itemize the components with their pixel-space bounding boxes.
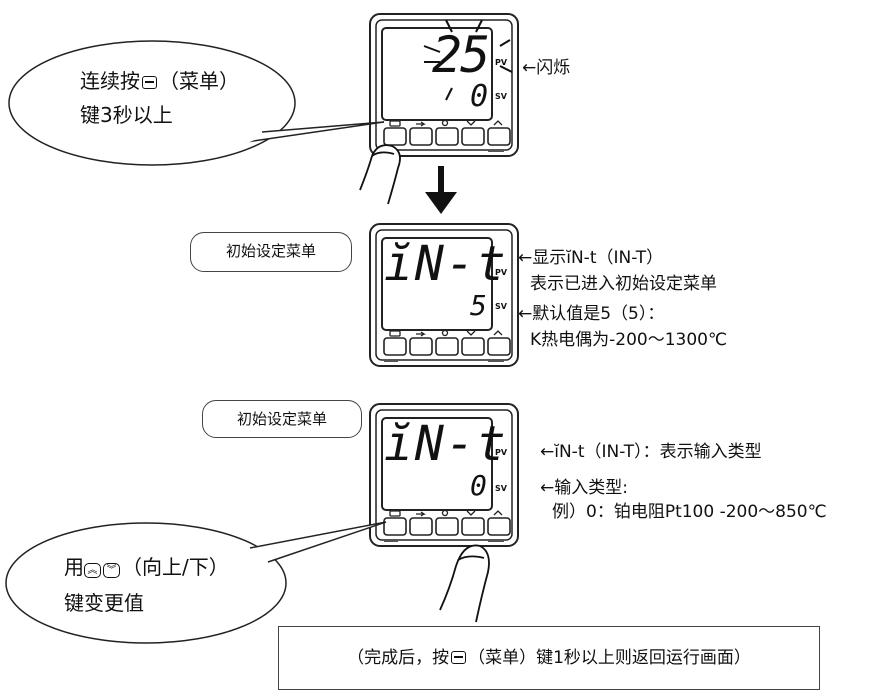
sv-label-3: SV: [495, 484, 507, 493]
footer-note: （完成后，按（菜单）键1秒以上则返回运行画面）: [278, 626, 820, 690]
sv-label-2: SV: [495, 302, 507, 311]
menu-key-icon: [142, 76, 157, 89]
speech-bubble-step1: [8, 40, 385, 166]
sv-label: SV: [495, 92, 507, 101]
step3-note-3: 例）0：铂电阻Pt100 -200～850℃: [552, 502, 827, 522]
sv-display-step1: 0: [470, 79, 489, 114]
down-key-icon: ︾: [103, 563, 120, 578]
up-key-icon: ︽: [84, 563, 101, 578]
step3-note-1: ←ĭN-t（IN-T）：表示输入类型: [540, 442, 762, 462]
menu-key-icon-footer: [451, 651, 467, 664]
sv-display-step2: 5: [470, 289, 487, 322]
initial-menu-tag: 初始设定菜单: [190, 232, 352, 272]
bubble-step3-line1: 用︽︾（向上/下）: [64, 555, 229, 579]
step2-note-1: ←显示ĭN-t（IN-T）: [518, 248, 664, 268]
blink-note: ←闪烁: [522, 58, 571, 78]
pv-display-step2: ĭN-t: [384, 236, 508, 292]
bubble-step1-line1: 连续按（菜单）: [80, 69, 239, 93]
initial-menu-tag-2: 初始设定菜单: [202, 400, 362, 438]
step3-note-2: ←输入类型:: [540, 478, 628, 498]
finger-icon-2: [439, 544, 490, 623]
down-arrow-icon: [425, 166, 457, 214]
pv-label: PV: [495, 58, 508, 67]
sv-display-step3: 0: [470, 469, 487, 502]
bubble-step1-line2: 键3秒以上: [80, 103, 173, 127]
pv-label-2: PV: [495, 268, 508, 277]
bubble-step3-line2: 键变更值: [64, 591, 144, 615]
speech-bubble-step3: [5, 521, 387, 644]
pv-label-3: PV: [495, 448, 508, 457]
pv-display-step1: 25: [432, 26, 490, 84]
finger-icon: [359, 144, 401, 205]
step2-note-2: 表示已进入初始设定菜单: [530, 274, 717, 294]
step2-note-4: K热电偶为-200～1300℃: [530, 330, 728, 350]
step2-note-3: ←默认值是5（5）：: [518, 304, 665, 324]
pv-display-step3: ĭN-t: [384, 416, 508, 472]
blink-rays-icon: [423, 19, 513, 101]
